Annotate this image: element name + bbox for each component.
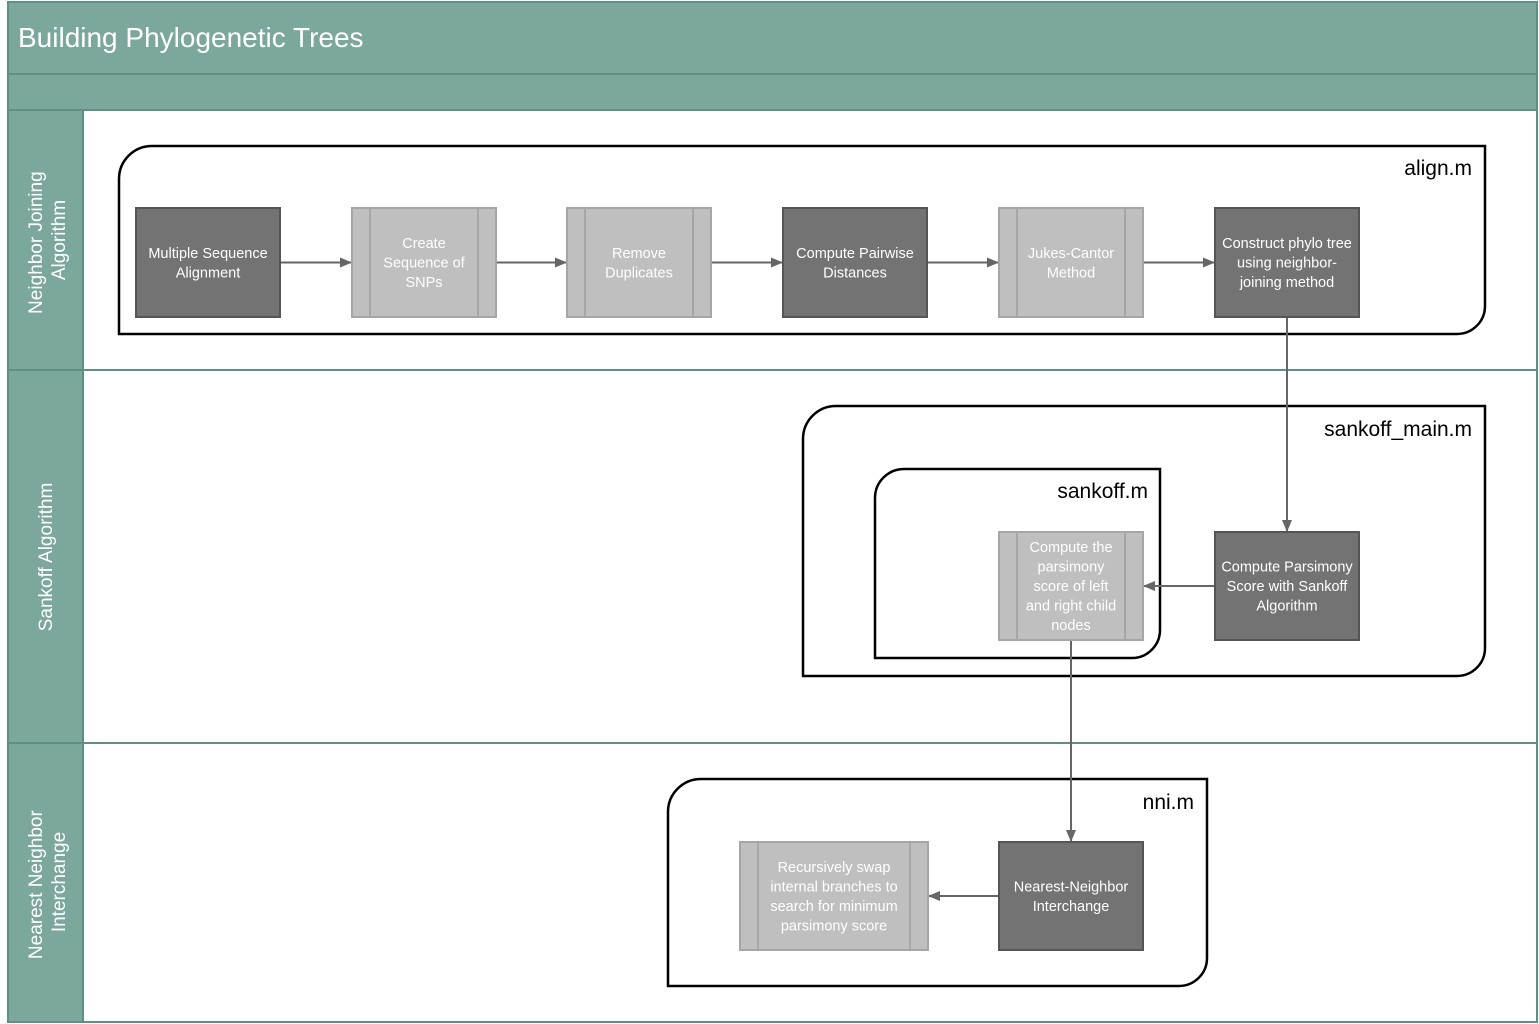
process-box	[1214, 531, 1360, 641]
subprocess-box	[739, 841, 929, 951]
subprocess-box	[998, 207, 1144, 318]
group-border	[801, 404, 1487, 678]
node-label-line: search for minimum	[770, 899, 897, 915]
group-border	[666, 777, 1209, 988]
process-box	[1214, 207, 1360, 318]
node-label-line: Interchange	[1033, 899, 1110, 915]
title-band	[7, 1, 1538, 75]
node-label-line: Distances	[823, 265, 887, 281]
lane-label: Nearest Neighbor Interchange	[26, 805, 70, 959]
lane-header	[7, 369, 84, 744]
node-label-line: Alignment	[176, 265, 240, 281]
subprocess-box	[351, 207, 497, 318]
node-label-line: Create	[402, 236, 446, 252]
node-label-line: score of left	[1034, 579, 1109, 595]
node-label-line: using neighbor-	[1237, 256, 1337, 272]
connectors	[280, 257, 1292, 901]
node-label-line: parsimony	[1038, 560, 1106, 576]
process-box	[998, 841, 1144, 951]
process-box	[782, 207, 928, 318]
node-label-line: nodes	[1051, 618, 1091, 634]
node-swap: Recursively swap internal branches to sear…	[739, 841, 929, 951]
process-box	[135, 207, 281, 318]
group-border	[117, 144, 1487, 336]
node-label-line: Construct phylo tree	[1222, 236, 1352, 252]
node-label-line: parsimony score	[781, 918, 887, 934]
lane-header	[7, 742, 84, 1023]
subheader-band	[7, 73, 1538, 111]
node-label-line: Multiple Sequence	[148, 246, 267, 262]
node-label-line: Recursively swap	[778, 860, 891, 876]
node-label-line: Remove	[612, 246, 666, 262]
node-label-line: Compute Pairwise	[796, 246, 914, 262]
group-align-m: align.m	[117, 144, 1487, 336]
node-label-line: Compute Parsimony	[1221, 560, 1353, 576]
lane-header	[7, 109, 84, 371]
page-title: Building Phylogenetic Trees	[18, 22, 364, 53]
group-label: sankoff_main.m	[1324, 418, 1472, 441]
subprocess-box	[998, 531, 1144, 641]
node-label-line: internal branches to	[770, 879, 897, 895]
node-label-line: Jukes-Cantor	[1028, 246, 1114, 262]
node-label-line: Score with Sankoff	[1227, 579, 1349, 595]
group-nni-m: nni.m	[666, 777, 1209, 988]
node-childscore: Compute the parsimony score of left and rig…	[998, 531, 1144, 641]
node-label-line: Compute the	[1029, 540, 1112, 556]
node-label-line: SNPs	[405, 275, 442, 291]
lane-label: Neighbor Joining Algorithm	[26, 166, 70, 314]
group-label: align.m	[1404, 157, 1472, 180]
node-label-line: Algorithm	[1256, 599, 1317, 615]
group-border	[873, 467, 1162, 660]
node-label-line: Duplicates	[605, 265, 673, 281]
group-sankoff-main-m: sankoff_main.m	[801, 404, 1487, 678]
group-label: sankoff.m	[1057, 480, 1148, 503]
node-label-line: joining method	[1239, 275, 1334, 291]
group-label: nni.m	[1143, 791, 1194, 814]
node-label-line: Sequence of	[383, 256, 465, 272]
lane-label: Sankoff Algorithm	[36, 483, 57, 632]
node-label-line: Method	[1047, 265, 1095, 281]
subprocess-box	[566, 207, 712, 318]
node-construct: Construct phylo tree using neighbor-joini…	[1214, 207, 1360, 318]
group-sankoff-m: sankoff.m	[873, 467, 1162, 660]
node-label-line: Nearest-Neighbor	[1014, 879, 1129, 895]
node-label-line: and right child	[1026, 599, 1116, 615]
